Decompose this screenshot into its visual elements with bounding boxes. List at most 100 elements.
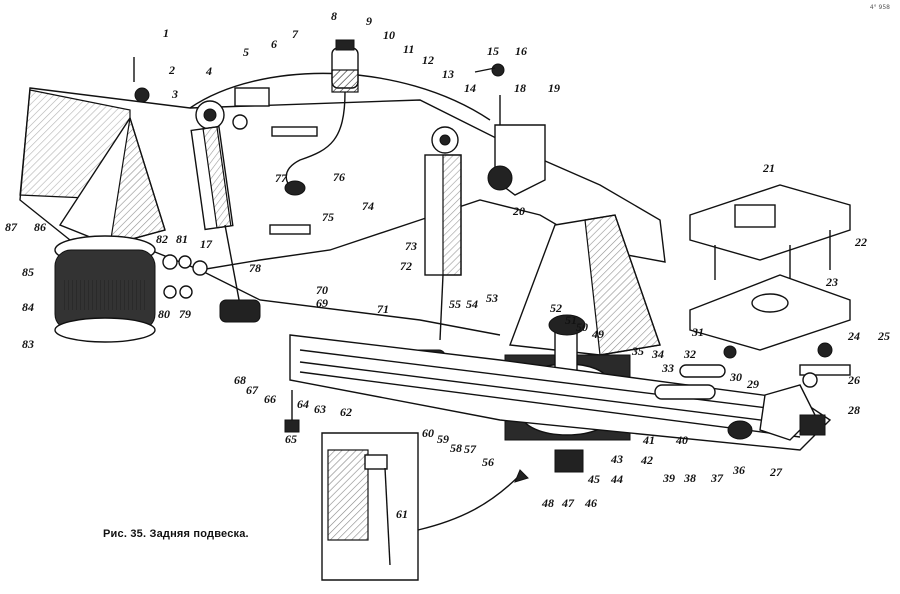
- fasteners: [133, 57, 851, 473]
- part-label: 45: [587, 472, 600, 486]
- part-label: 74: [362, 199, 374, 213]
- part-label: 23: [825, 275, 838, 289]
- part-label: 79: [179, 307, 191, 321]
- part-label: 86: [34, 220, 46, 234]
- part-label: 64: [297, 397, 309, 411]
- part-label: 14: [464, 81, 476, 95]
- part-label: 87: [5, 220, 18, 234]
- figure-caption: Рис. 35. Задняя подвеска.: [103, 528, 249, 540]
- part-label: 54: [466, 297, 478, 311]
- part-label: 16: [515, 44, 527, 58]
- part-label: 65: [285, 432, 297, 446]
- part-label: 53: [486, 291, 498, 305]
- part-label: 51: [565, 313, 577, 327]
- part-label: 34: [651, 347, 664, 361]
- part-label: 67: [246, 383, 259, 397]
- part-label: 59: [437, 432, 449, 446]
- part-label: 11: [403, 42, 414, 56]
- part-label: 75: [322, 210, 334, 224]
- part-label: 8: [331, 9, 337, 23]
- part-label: 63: [314, 402, 326, 416]
- left-shock-absorber: [190, 100, 261, 323]
- part-label: 68: [234, 373, 246, 387]
- part-label: 72: [400, 259, 412, 273]
- part-label: 48: [541, 496, 554, 510]
- upper-plate: [689, 184, 851, 290]
- part-label: 25: [877, 329, 890, 343]
- part-label: 69: [316, 296, 328, 310]
- part-label: 49: [591, 327, 604, 341]
- part-label: 41: [642, 433, 655, 447]
- part-label: 60: [422, 426, 434, 440]
- part-label: 35: [631, 344, 644, 358]
- part-label: 52: [550, 301, 562, 315]
- part-label: 36: [732, 463, 745, 477]
- part-label: 61: [396, 507, 408, 521]
- part-label: 82: [156, 232, 168, 246]
- detail-inset: [321, 432, 529, 581]
- part-label: 31: [691, 325, 704, 339]
- part-label: 47: [561, 496, 575, 510]
- part-label: 24: [847, 329, 860, 343]
- page-mark: 4° 958: [869, 4, 890, 11]
- part-label: 66: [264, 392, 276, 406]
- part-label: 70: [316, 283, 328, 297]
- part-label: 1: [163, 26, 169, 40]
- part-label: 22: [854, 235, 867, 249]
- part-label: 28: [847, 403, 860, 417]
- part-label: 77: [275, 171, 288, 185]
- part-label: 73: [405, 239, 417, 253]
- part-label: 84: [22, 300, 34, 314]
- part-label: 33: [661, 361, 674, 375]
- part-label: 9: [366, 14, 372, 28]
- part-label: 80: [158, 307, 170, 321]
- part-label: 81: [176, 232, 188, 246]
- part-label: 10: [383, 28, 395, 42]
- part-label: 58: [450, 441, 462, 455]
- part-labels: 1 2 3 4 5 6 7 8 9 10 11 12 13 14 15 16 1…: [5, 9, 890, 521]
- part-label: 40: [675, 433, 688, 447]
- left-air-spring: [54, 235, 156, 343]
- part-label: 19: [548, 81, 560, 95]
- part-label: 20: [512, 204, 525, 218]
- part-label: 3: [171, 87, 178, 101]
- part-label: 62: [340, 405, 352, 419]
- part-label: 4: [205, 64, 212, 78]
- part-label: 13: [442, 67, 454, 81]
- part-label: 7: [292, 27, 299, 41]
- part-label: 26: [847, 373, 860, 387]
- part-label: 30: [729, 370, 742, 384]
- part-label: 83: [22, 337, 34, 351]
- part-label: 71: [377, 302, 389, 316]
- level-valve: [284, 39, 359, 196]
- part-label: 39: [662, 471, 675, 485]
- part-label: 32: [683, 347, 696, 361]
- part-label: 29: [746, 377, 759, 391]
- part-label: 27: [769, 465, 783, 479]
- part-label: 6: [271, 37, 277, 51]
- part-label: 55: [449, 297, 461, 311]
- right-cone: [509, 214, 661, 356]
- part-label: 56: [482, 455, 494, 469]
- part-label: 17: [200, 237, 213, 251]
- part-label: 76: [333, 170, 345, 184]
- part-label: 78: [249, 261, 261, 275]
- part-label: 38: [683, 471, 696, 485]
- part-label: 37: [710, 471, 724, 485]
- part-label: 18: [514, 81, 526, 95]
- part-label: 57: [464, 442, 477, 456]
- part-label: 42: [640, 453, 653, 467]
- part-label: 2: [168, 63, 175, 77]
- part-label: 15: [487, 44, 499, 58]
- part-label: 43: [610, 452, 623, 466]
- lower-plate: [689, 274, 851, 351]
- part-label: 46: [584, 496, 597, 510]
- leaf-spring: [289, 334, 832, 451]
- part-label: 44: [610, 472, 623, 486]
- part-label: 5: [243, 45, 249, 59]
- upper-bracket: [487, 124, 546, 196]
- part-label: 21: [762, 161, 775, 175]
- part-label: 50: [576, 320, 588, 334]
